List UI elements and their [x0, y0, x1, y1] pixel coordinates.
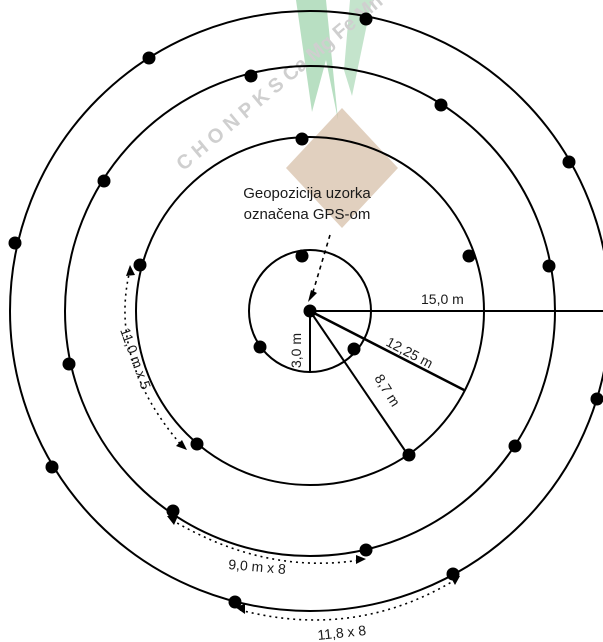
sample-point: [402, 448, 416, 462]
sample-points: [8, 12, 603, 609]
spacing-label-ring2: 11,0 m x 5: [117, 326, 154, 392]
sample-point: [303, 304, 317, 318]
sample-point: [244, 69, 258, 83]
sample-point: [542, 259, 556, 273]
spacing-arrow-ring4: [239, 579, 456, 621]
spacing-label-ring3: 9,0 m x 8: [228, 556, 287, 577]
spacing-label-ring4: 11,8 x 8: [317, 622, 367, 642]
sample-point: [434, 98, 448, 112]
radius-line-12-25m: [309, 309, 465, 392]
sample-point: [62, 357, 76, 371]
spacing-arrow-ring2: [124, 269, 183, 447]
sample-point: [190, 437, 204, 451]
spacing-arrowhead-ring3-right: [356, 555, 366, 564]
sample-point: [295, 249, 309, 263]
sample-point: [590, 392, 603, 406]
sample-point: [295, 132, 309, 146]
sample-point: [133, 258, 147, 272]
spacing-arrowhead-ring2-top: [126, 265, 135, 276]
sample-point: [142, 51, 156, 65]
sample-point: [97, 174, 111, 188]
annotation-arrow: [308, 234, 331, 302]
sample-point: [359, 12, 373, 26]
spacing-arrow-ring3: [171, 519, 361, 564]
spacing-arrowhead-ring3-left: [167, 516, 178, 525]
radius-label-15m: 15,0 m: [421, 291, 464, 307]
sample-point: [562, 155, 576, 169]
sample-point: [347, 342, 361, 356]
ring-4: [9, 10, 603, 612]
sample-point: [446, 567, 460, 581]
sample-point: [45, 460, 59, 474]
sample-point: [166, 504, 180, 518]
sample-point: [462, 249, 476, 263]
radius-line-8-7m: [309, 310, 409, 456]
sample-point: [253, 340, 267, 354]
sample-point: [228, 595, 242, 609]
radius-label-3m: 3,0 m: [288, 333, 304, 368]
sample-point: [8, 236, 22, 250]
radius-label-8-7m: 8,7 m: [371, 371, 403, 409]
annotation-line-2: označena GPS-om: [244, 206, 371, 223]
spacing-arrowhead-ring2-bottom: [176, 440, 187, 450]
sample-point: [359, 543, 373, 557]
annotation-line-1: Geopozicija uzorka: [243, 185, 371, 202]
watermark-leaf: [296, 0, 338, 120]
sample-point: [508, 439, 522, 453]
